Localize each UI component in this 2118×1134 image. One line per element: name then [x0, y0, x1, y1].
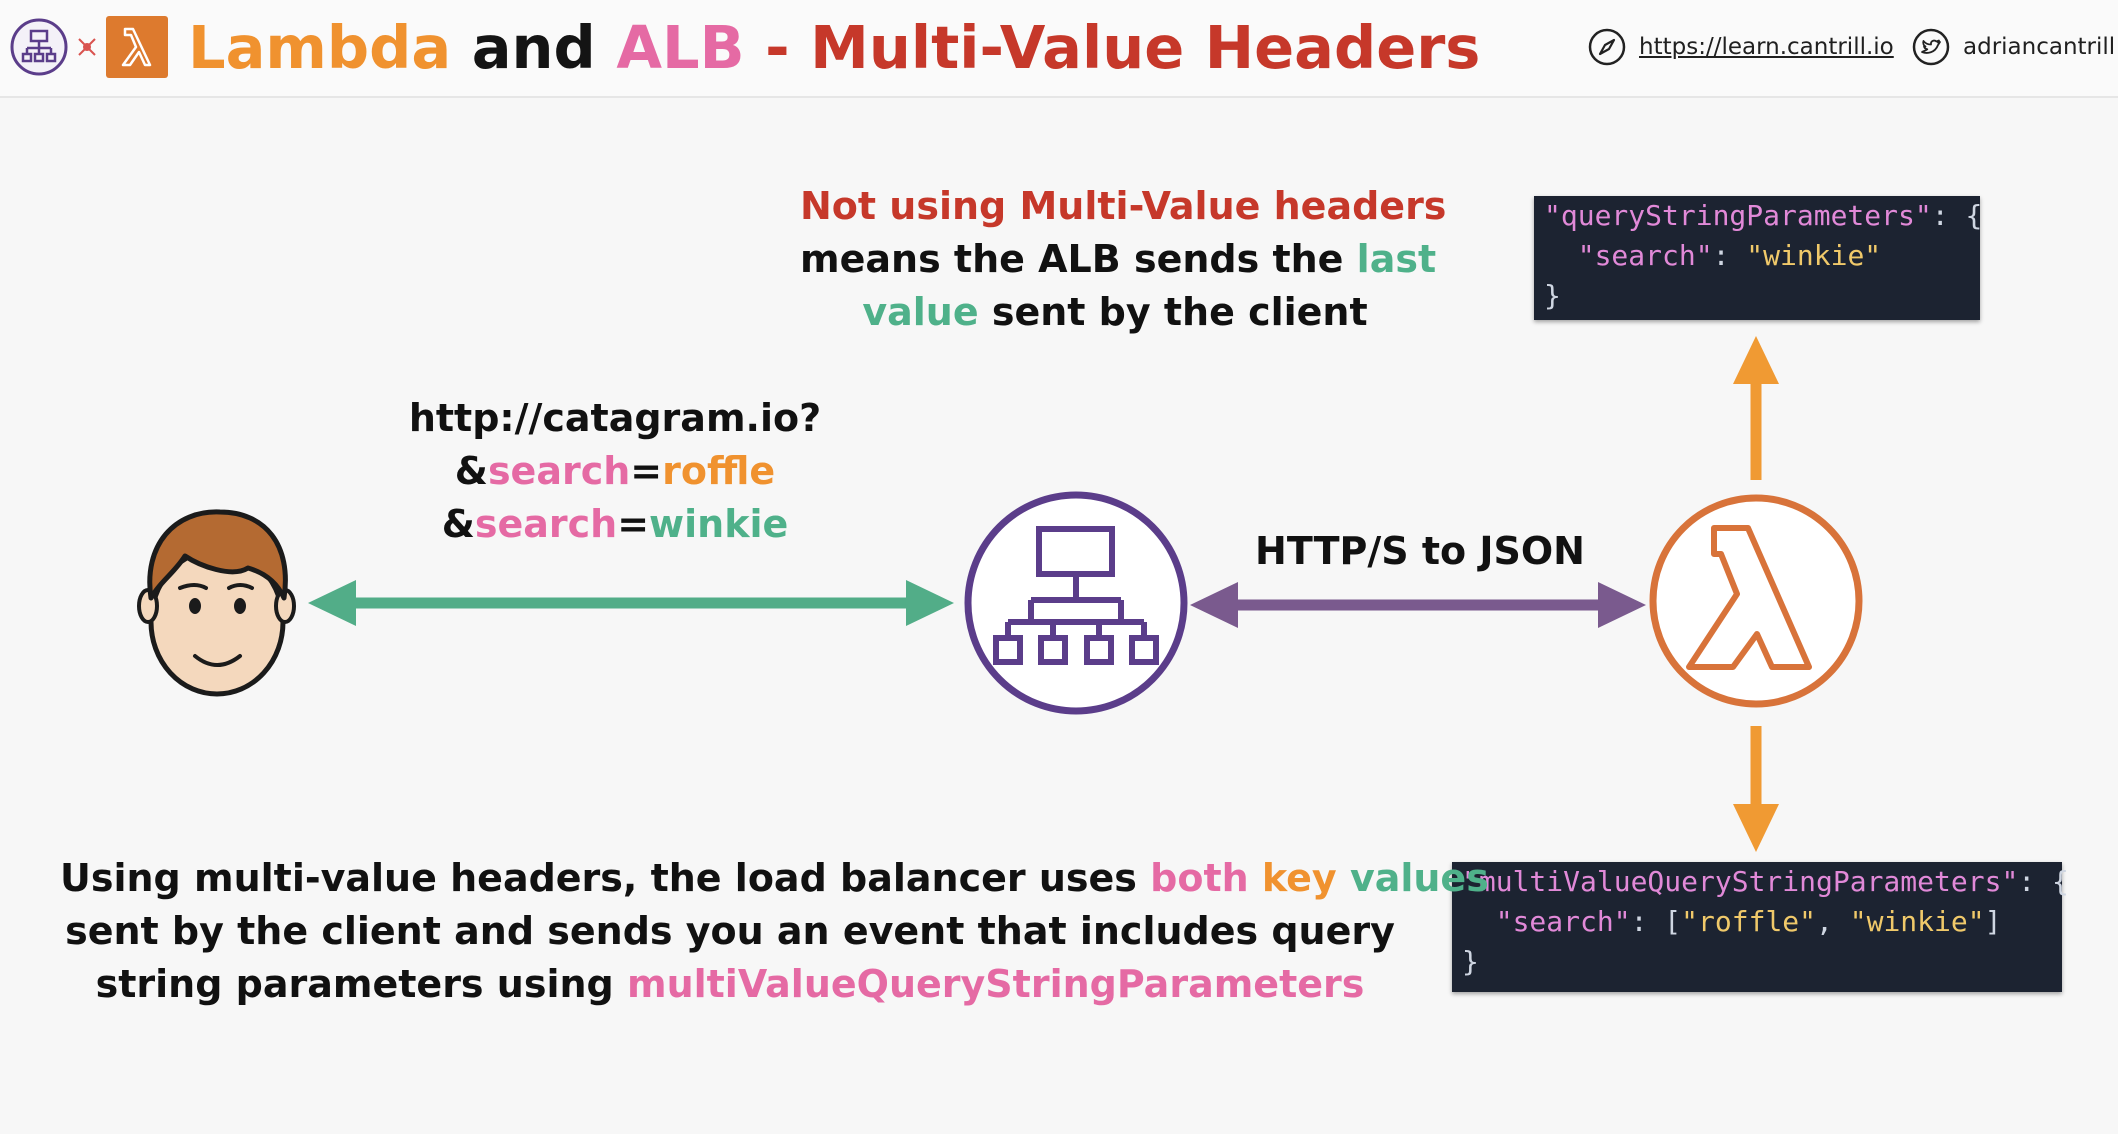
- amp: &: [441, 502, 475, 546]
- request-param-2: &search=winkie: [400, 498, 830, 551]
- lambda-icon: [1649, 494, 1863, 708]
- multi-value-query-string-parameters-code: "multiValueQueryStringParameters": { "se…: [1452, 862, 2069, 992]
- code-key: "search": [1577, 239, 1713, 272]
- request-param-1: &search=roffle: [400, 445, 830, 498]
- code-key: "queryStringParameters": [1544, 199, 1932, 232]
- code-key: "multiValueQueryStringParameters": [1462, 865, 2019, 898]
- code-punct: }: [1544, 279, 1561, 312]
- client-alb-arrow: [308, 580, 954, 626]
- code-punct: }: [1462, 945, 1479, 978]
- alb-lambda-arrow: [1190, 582, 1646, 628]
- param-value: roffle: [662, 449, 776, 493]
- param-key: search: [474, 502, 618, 546]
- non-multivalue-note: Not using Multi-Value headers means the …: [800, 180, 1446, 339]
- note-line3-text: sent by the client: [991, 290, 1368, 334]
- twitter-username[interactable]: adriancantrill: [1963, 34, 2116, 60]
- multivalue-note: Using multi-value headers, the load bala…: [60, 852, 1489, 1011]
- alb-icon: [964, 491, 1188, 715]
- note-line2-text: means the ALB sends the: [800, 237, 1344, 281]
- equals: =: [617, 502, 650, 546]
- code-string: "winkie": [1849, 905, 1985, 938]
- lambda-tile-icon: [106, 16, 168, 78]
- note-last-word: last: [1356, 237, 1437, 281]
- title-dash: -: [765, 13, 790, 82]
- code-key: "search": [1495, 905, 1631, 938]
- note-heading: Not using Multi-Value headers: [800, 184, 1447, 228]
- user-avatar: [137, 509, 296, 697]
- request-base-url: http://catagram.io?: [408, 396, 822, 440]
- slide-header: Lambda and ALB - Multi-Value Headers htt…: [0, 0, 2118, 98]
- code-punct: :: [1712, 239, 1747, 272]
- note-key: key: [1261, 856, 1337, 900]
- connector-icon: [78, 38, 96, 56]
- code-punct: : {: [2018, 865, 2069, 898]
- code-string: "winkie": [1746, 239, 1882, 272]
- lambda-up-arrow: [1733, 336, 1779, 480]
- code-punct: : [: [1630, 905, 1682, 938]
- title-alb: ALB: [616, 13, 745, 82]
- code-punct: : {: [1931, 199, 1983, 232]
- note-text: sent by the client and sends you an even…: [65, 909, 1395, 953]
- note-both: both: [1150, 856, 1249, 900]
- equals: =: [630, 449, 663, 493]
- alb-lambda-arrow-label: HTTP/S to JSON: [1255, 529, 1585, 573]
- title-multi-value-headers: Multi-Value Headers: [810, 13, 1481, 82]
- note-text: string parameters using: [95, 962, 614, 1006]
- code-punct: ,: [1816, 905, 1850, 938]
- website-url[interactable]: https://learn.cantrill.io: [1639, 34, 1894, 60]
- twitter-icon: [1912, 28, 1950, 66]
- note-multivalue-param: multiValueQueryStringParameters: [626, 962, 1365, 1006]
- param-value: winkie: [649, 502, 789, 546]
- alb-badge-icon: [10, 18, 68, 76]
- param-key: search: [487, 449, 631, 493]
- compass-icon: [1588, 28, 1626, 66]
- amp: &: [454, 449, 488, 493]
- note-value-word: value: [862, 290, 979, 334]
- code-string: "roffle": [1681, 905, 1817, 938]
- note-text: Using multi-value headers, the load bala…: [60, 856, 1137, 900]
- query-string-parameters-code: "queryStringParameters": { "search": "wi…: [1534, 196, 1983, 320]
- request-url: http://catagram.io? &search=roffle &sear…: [400, 392, 830, 551]
- page-title: Lambda and ALB - Multi-Value Headers: [188, 10, 1480, 86]
- lambda-down-arrow: [1733, 726, 1779, 852]
- title-lambda: Lambda: [188, 13, 452, 82]
- code-punct: ]: [1984, 905, 2002, 938]
- title-and: and: [471, 13, 596, 82]
- note-values: values: [1349, 856, 1489, 900]
